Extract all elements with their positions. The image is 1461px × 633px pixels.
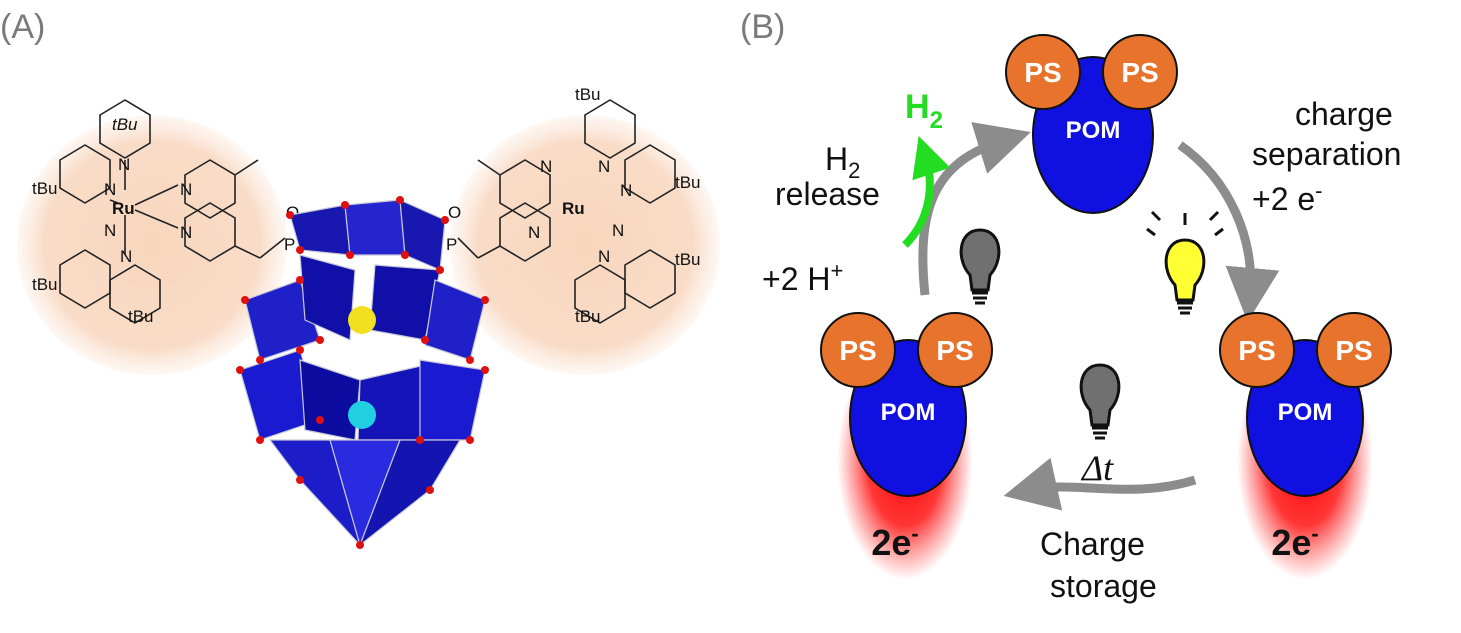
n-label: N <box>180 180 192 199</box>
right-ru-complex <box>457 99 676 324</box>
charge-label: 2e- <box>871 521 918 563</box>
o-label: O <box>448 203 461 222</box>
charge-storage-line1: Charge <box>1040 526 1145 562</box>
h2-release-line1: H2 <box>825 141 860 183</box>
charge-separation-line1: charge <box>1295 96 1393 132</box>
n-label: N <box>612 221 624 240</box>
ps-label: PS <box>1335 335 1372 366</box>
bulb-off-icon <box>959 228 1001 305</box>
tbu-label: tBu <box>575 85 601 104</box>
yellow-atom <box>348 306 376 334</box>
n-label: N <box>120 247 132 266</box>
arrow-h2-release <box>918 122 1031 296</box>
n-label: N <box>598 157 610 176</box>
electrons-label: +2 e- <box>1252 178 1323 217</box>
h2-product: H2 <box>905 88 943 134</box>
right-ps-highlight <box>450 115 720 375</box>
ps-label: PS <box>1024 57 1061 88</box>
charge-text: 2e <box>1271 522 1311 563</box>
tbu-label: tBu <box>575 307 601 326</box>
n-label: N <box>118 155 130 174</box>
arrow-charge-storage <box>1003 457 1197 511</box>
ru-label: Ru <box>562 199 585 218</box>
charge-label: 2e- <box>1271 521 1318 563</box>
protons-label: +2 H+ <box>762 258 843 297</box>
protons-sup: + <box>830 258 843 283</box>
left-complex-labels: tBu tBu tBu tBu N N N N N N Ru P O <box>32 115 299 326</box>
n-label: N <box>598 247 610 266</box>
h-text: H <box>825 141 848 177</box>
n-label: N <box>104 221 116 240</box>
charge-separation-line2: separation <box>1252 136 1401 172</box>
tbu-label: tBu <box>112 115 138 134</box>
charge-storage-line2: storage <box>1050 568 1157 604</box>
ps-label: PS <box>1238 335 1275 366</box>
h2-sub: 2 <box>930 107 943 134</box>
panel-a-label: (A) <box>0 8 45 46</box>
p-label: P <box>284 235 295 254</box>
pom-polyhedral-structure <box>239 199 486 547</box>
ps-label: PS <box>839 335 876 366</box>
tbu-label: tBu <box>675 250 701 269</box>
n-label: N <box>620 181 632 200</box>
cyan-atom <box>348 401 376 429</box>
bulb-on-icon <box>1146 210 1224 315</box>
bulb-off-icon <box>1079 363 1121 440</box>
pom-unit-left: PS PS POM 2e- <box>820 312 993 563</box>
tbu-label: tBu <box>128 307 154 326</box>
ps-label: PS <box>1121 57 1158 88</box>
pom-unit-top: PS PS POM <box>1005 34 1178 214</box>
n-label: N <box>540 157 552 176</box>
charge-sup: - <box>911 521 918 546</box>
pom-unit-right: PS PS POM 2e- <box>1219 312 1392 563</box>
right-complex-labels: tBu tBu tBu tBu N N N N N N Ru P O <box>446 85 701 326</box>
pom-label: POM <box>881 399 936 426</box>
charge-text: 2e <box>871 522 911 563</box>
n-label: N <box>180 223 192 242</box>
protons-text: +2 H <box>762 261 830 297</box>
ru-label: Ru <box>112 199 135 218</box>
tbu-label: tBu <box>675 173 701 192</box>
tbu-label: tBu <box>32 275 58 294</box>
green-h2-arrow <box>902 136 951 248</box>
electrons-sup: - <box>1315 178 1322 203</box>
arrow-charge-separation <box>1177 141 1280 322</box>
oxygen-atoms <box>236 196 489 549</box>
pom-label: POM <box>1066 117 1121 144</box>
delta-t-label: Δt <box>1080 448 1114 488</box>
ps-label: PS <box>936 335 973 366</box>
h2-release-line2: release <box>775 176 880 212</box>
p-label: P <box>446 235 457 254</box>
h-sub: 2 <box>848 158 860 183</box>
pom-label: POM <box>1278 399 1333 426</box>
tbu-label: tBu <box>32 179 58 198</box>
n-label: N <box>104 180 116 199</box>
charge-sup: - <box>1311 521 1318 546</box>
n-label: N <box>528 223 540 242</box>
left-ps-highlight <box>17 115 287 375</box>
left-ru-complex <box>59 99 286 324</box>
electrons-text: +2 e <box>1252 181 1315 217</box>
panel-b-label: (B) <box>740 8 785 46</box>
h2-text: H <box>905 88 930 126</box>
